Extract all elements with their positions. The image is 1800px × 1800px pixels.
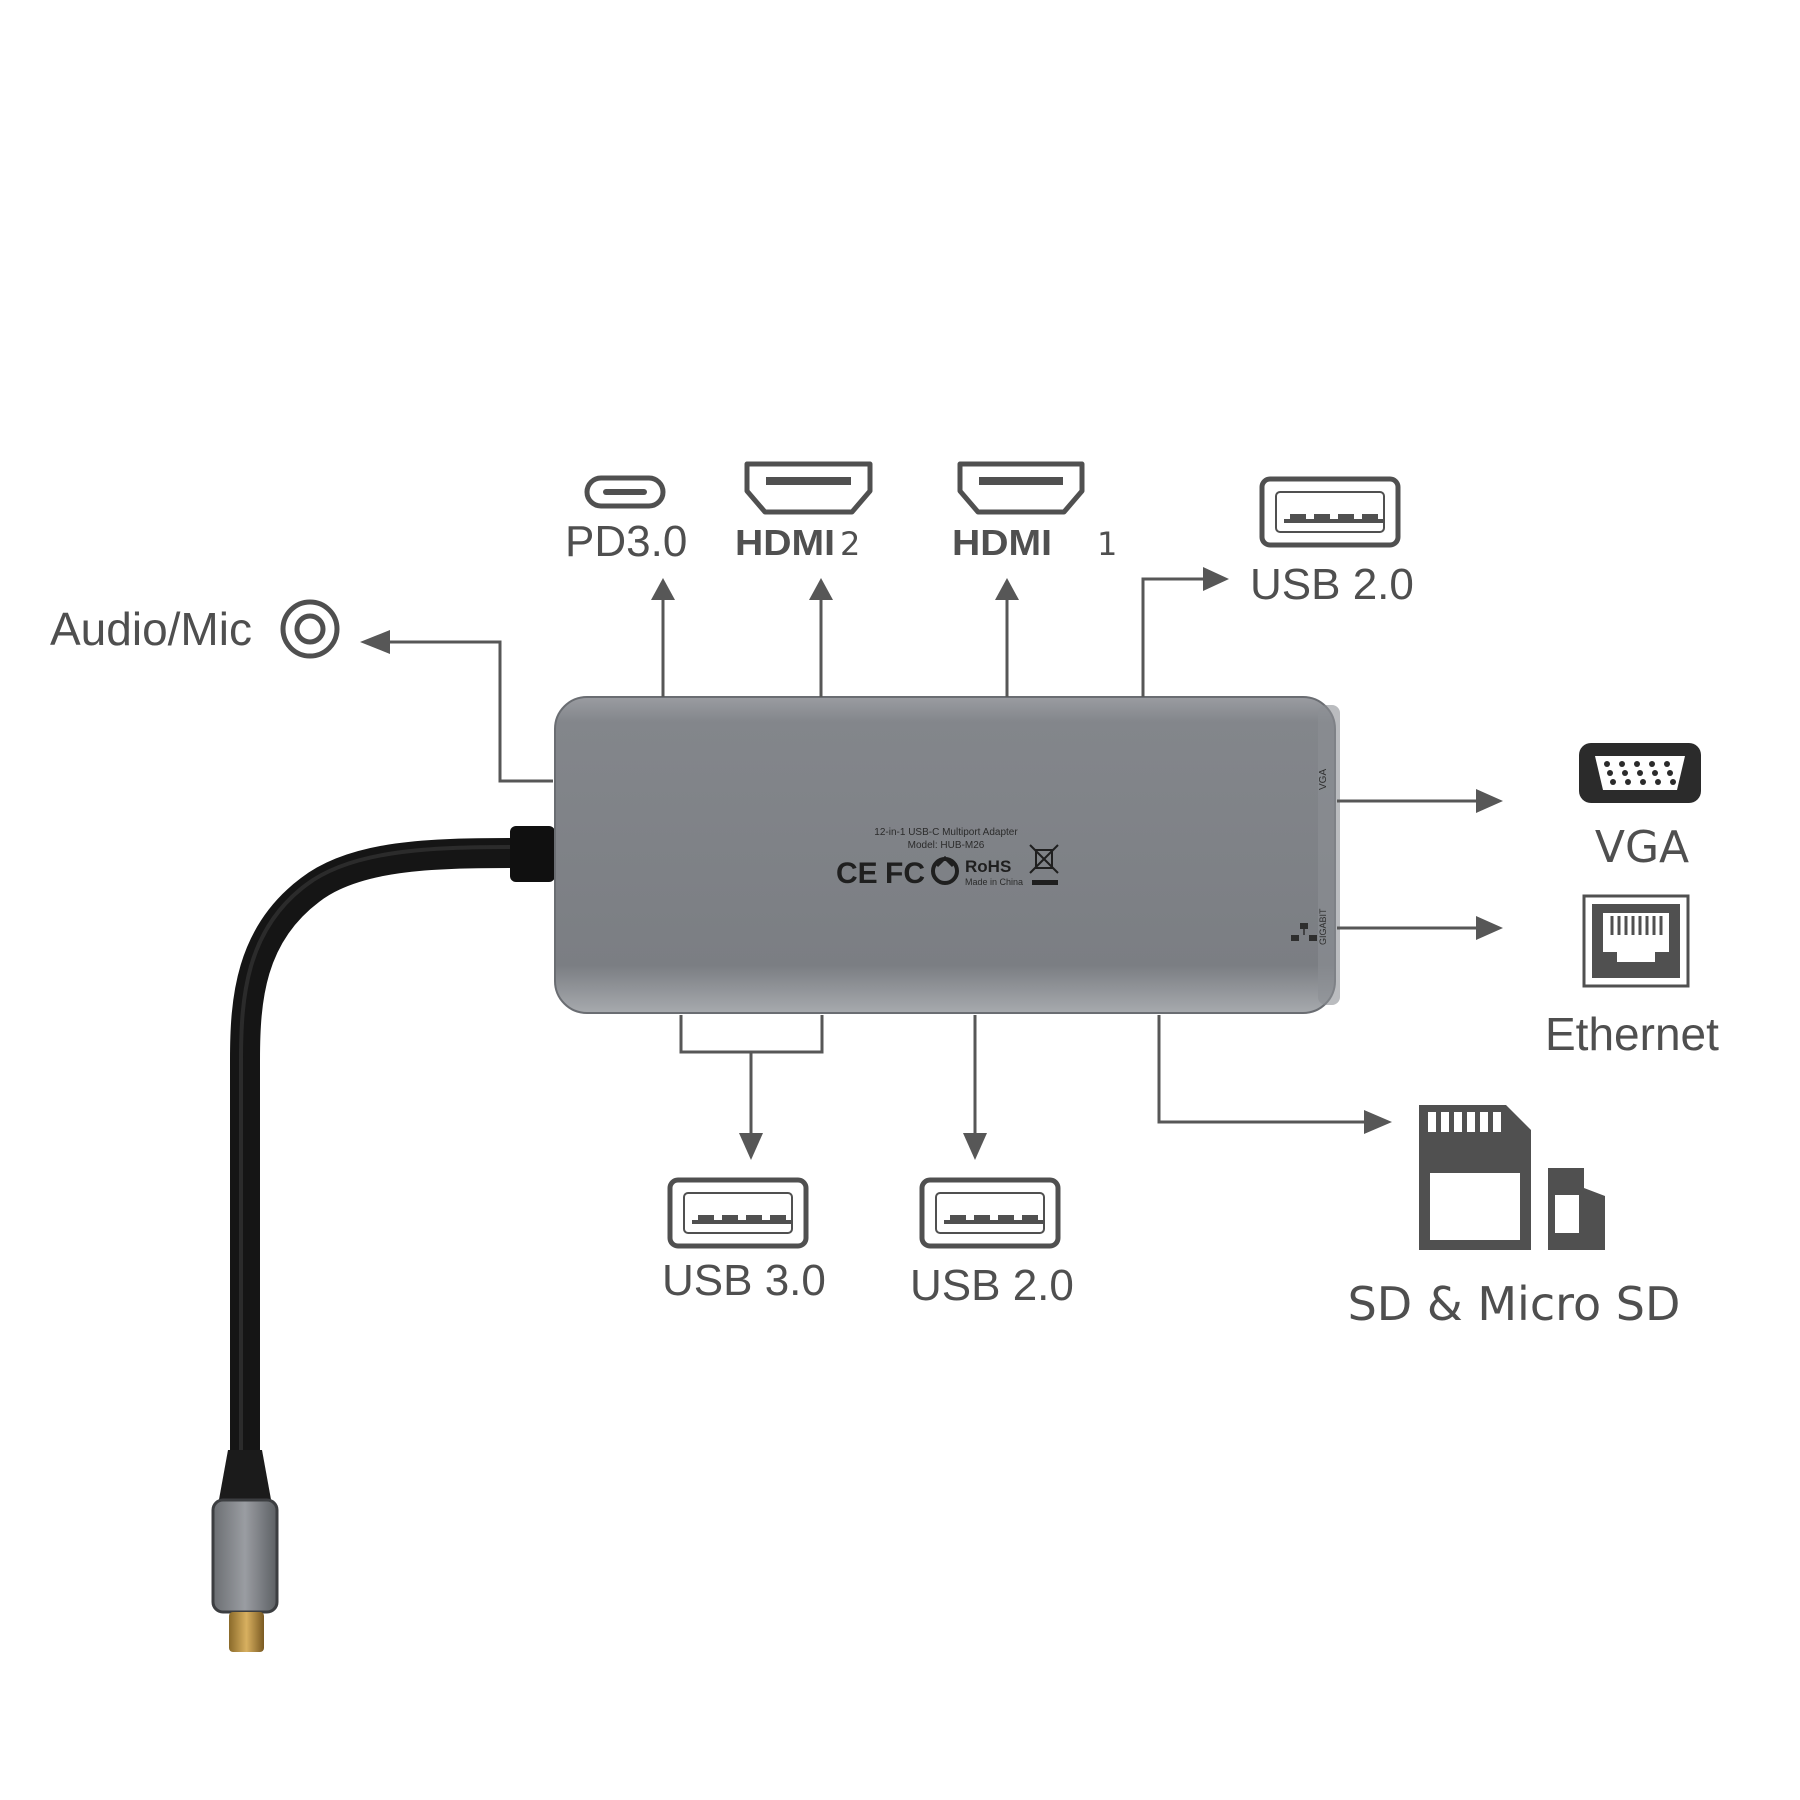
port-usb3: USB 3.0 bbox=[662, 1177, 826, 1305]
vga-port-icon bbox=[1579, 743, 1701, 803]
side-label-gigabit: GIGABIT bbox=[1318, 908, 1328, 945]
arrow-hdmi1 bbox=[995, 578, 1019, 600]
side-label-vga: VGA bbox=[1318, 769, 1329, 790]
usb-a-port-icon bbox=[667, 1177, 809, 1249]
label-pd: PD3.0 bbox=[565, 517, 687, 566]
port-usb-bottom: USB 2.0 bbox=[910, 1177, 1074, 1310]
product-line: 12-in-1 USB-C Multiport Adapter bbox=[874, 827, 1018, 838]
port-hdmi2: HDMI 2 bbox=[735, 461, 873, 563]
label-hdmi2-number: 2 bbox=[840, 525, 860, 563]
port-hdmi1: HDMI 1 bbox=[952, 461, 1117, 563]
arrow-sd bbox=[1364, 1110, 1392, 1134]
usb-a-port-icon bbox=[1259, 476, 1401, 548]
network-icon bbox=[1291, 923, 1317, 941]
arrow-pd bbox=[651, 578, 675, 600]
connector-lines bbox=[360, 567, 1503, 1160]
label-hdmi1: HDMI bbox=[952, 522, 1052, 563]
hdmi-port-icon bbox=[957, 461, 1085, 515]
hub-body: 12-in-1 USB-C Multiport Adapter Model: H… bbox=[554, 696, 1340, 1014]
usb-c-port-icon bbox=[584, 475, 666, 509]
usb-c-plug bbox=[211, 1498, 279, 1614]
port-audio: Audio/Mic bbox=[50, 599, 340, 659]
arrow-hdmi2 bbox=[809, 578, 833, 600]
arrow-ethernet bbox=[1476, 916, 1503, 940]
port-sd: SD & Micro SD bbox=[1348, 1105, 1681, 1331]
arrow-vga bbox=[1476, 789, 1503, 813]
port-vga: VGA bbox=[1579, 743, 1701, 873]
rohs-mark: RoHS bbox=[965, 857, 1011, 876]
ethernet-port-icon bbox=[1582, 894, 1690, 988]
port-ethernet: Ethernet bbox=[1545, 894, 1719, 1060]
audio-jack-icon bbox=[280, 599, 340, 659]
arrow-usb3 bbox=[739, 1133, 763, 1160]
label-hdmi2: HDMI bbox=[735, 522, 835, 563]
fc-mark: FC bbox=[885, 857, 925, 890]
label-audio-mic: Audio/Mic bbox=[50, 603, 252, 655]
arrow-usb-bottom bbox=[963, 1133, 987, 1160]
recycle-icon bbox=[931, 855, 959, 885]
usb-a-port-icon bbox=[919, 1177, 1061, 1249]
label-sd: SD & Micro SD bbox=[1348, 1277, 1681, 1331]
port-pd: PD3.0 bbox=[565, 475, 687, 566]
label-hdmi1-number: 1 bbox=[1097, 525, 1117, 563]
origin-line: Made in China bbox=[965, 877, 1023, 887]
label-vga: VGA bbox=[1595, 822, 1689, 873]
label-usb-top: USB 2.0 bbox=[1250, 560, 1414, 609]
sd-card-icon bbox=[1419, 1105, 1605, 1250]
weee-bin-icon bbox=[1029, 844, 1059, 885]
hdmi-port-icon bbox=[744, 461, 873, 515]
arrow-audio bbox=[360, 630, 390, 654]
ce-mark: CE bbox=[836, 857, 878, 890]
label-usb-bottom: USB 2.0 bbox=[910, 1261, 1074, 1310]
label-ethernet: Ethernet bbox=[1545, 1008, 1719, 1060]
label-usb3: USB 3.0 bbox=[662, 1256, 826, 1305]
cable-strain-relief bbox=[510, 826, 555, 882]
usb-c-plug-tip bbox=[229, 1612, 264, 1652]
usb-c-cable bbox=[211, 826, 555, 1652]
arrow-usb-top bbox=[1203, 567, 1229, 591]
model-line: Model: HUB-M26 bbox=[908, 840, 985, 851]
plug-boot bbox=[218, 1450, 272, 1505]
port-usb-top: USB 2.0 bbox=[1250, 476, 1414, 609]
